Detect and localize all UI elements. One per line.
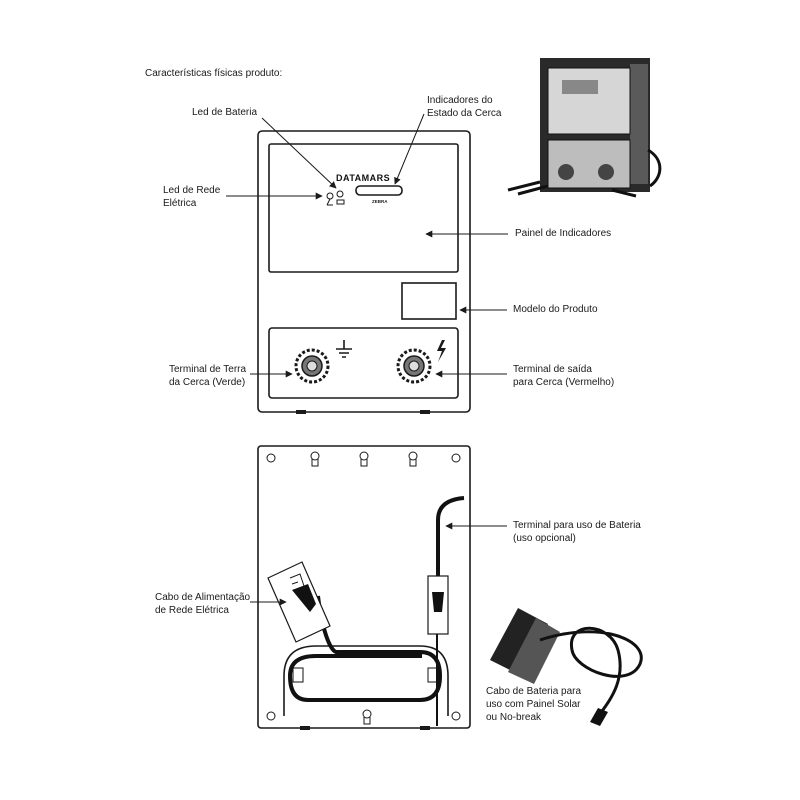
back-view: [257, 445, 471, 730]
label-indicadores-1: Indicadores do: [427, 95, 493, 106]
photo-leads-left: [507, 180, 549, 196]
label-modelo: Modelo do Produto: [513, 304, 598, 315]
front-view: DATAMARS ZEBRA: [257, 130, 471, 414]
label-led-rede-1: Led de Rede: [163, 185, 221, 196]
label-saida-1: Terminal de saída: [513, 364, 592, 375]
fence-status-bar: [355, 185, 403, 196]
label-cabo-bat-3: ou No-break: [486, 712, 542, 723]
photo-leads-right: [611, 188, 637, 198]
battery-terminal-plug: [432, 592, 444, 612]
photo-cable: [647, 148, 662, 188]
battery-cable-with-clamps: [490, 608, 643, 726]
photo-terminal-left: [558, 164, 574, 180]
power-plug-prongs: [289, 573, 305, 587]
device-photo: [507, 58, 662, 198]
battery-led-icon: [336, 190, 345, 205]
brand-logo: DATAMARS: [336, 173, 390, 183]
label-terra-1: Terminal de Terra: [169, 364, 247, 375]
label-bateria-term-1: Terminal para uso de Bateria: [513, 520, 641, 531]
front-foot-right: [420, 410, 430, 414]
ground-terminal: [294, 348, 330, 384]
keyhole-1: [310, 451, 320, 467]
lightning-icon: [437, 340, 446, 362]
terminal-panel: [268, 327, 459, 399]
battery-cable-connector: [590, 708, 608, 726]
photo-display: [562, 80, 598, 94]
back-foot-right: [420, 726, 430, 730]
power-led-icon: [326, 192, 334, 206]
front-case: [257, 130, 471, 413]
battery-terminal-cable: [436, 496, 465, 588]
model-label-box: [401, 282, 457, 320]
label-cabo-bat-1: Cabo de Bateria para: [486, 686, 582, 697]
keyhole-3: [408, 451, 418, 467]
photo-terminal-panel: [547, 139, 631, 189]
label-alimentacao-1: Cabo de Alimentação: [155, 592, 251, 603]
label-alimentacao-2: de Rede Elétrica: [155, 605, 229, 616]
back-case: [257, 445, 471, 729]
clamp-red: [508, 618, 560, 684]
photo-terminal-right: [598, 164, 614, 180]
front-foot-left: [296, 410, 306, 414]
label-painel: Painel de Indicadores: [515, 228, 611, 239]
sub-brand: ZEBRA: [372, 199, 388, 204]
ground-symbol-icon: [336, 340, 352, 358]
battery-cable-coil: [539, 626, 643, 715]
output-terminal: [396, 348, 432, 384]
label-cabo-bat-2: uso com Painel Solar: [486, 699, 581, 710]
power-plug: [292, 584, 316, 612]
label-terra-2: da Cerca (Verde): [169, 377, 245, 388]
power-cable-loop: [287, 595, 443, 702]
label-bateria-term-2: (uso opcional): [513, 533, 576, 544]
keyhole-4: [362, 709, 372, 725]
cable-clip-left: [292, 667, 304, 683]
page-heading: Características físicas produto:: [145, 68, 282, 79]
photo-side: [630, 64, 648, 184]
power-plug-holder: [267, 561, 331, 643]
back-foot-left: [300, 726, 310, 730]
label-led-bateria: Led de Bateria: [192, 107, 257, 118]
photo-front-panel: [547, 67, 631, 135]
cable-channel: [283, 645, 449, 716]
label-saida-2: para Cerca (Vermelho): [513, 377, 614, 388]
label-indicadores-2: Estado da Cerca: [427, 108, 502, 119]
label-led-rede-2: Elétrica: [163, 198, 197, 209]
keyhole-2: [359, 451, 369, 467]
indicator-panel: [268, 143, 459, 273]
